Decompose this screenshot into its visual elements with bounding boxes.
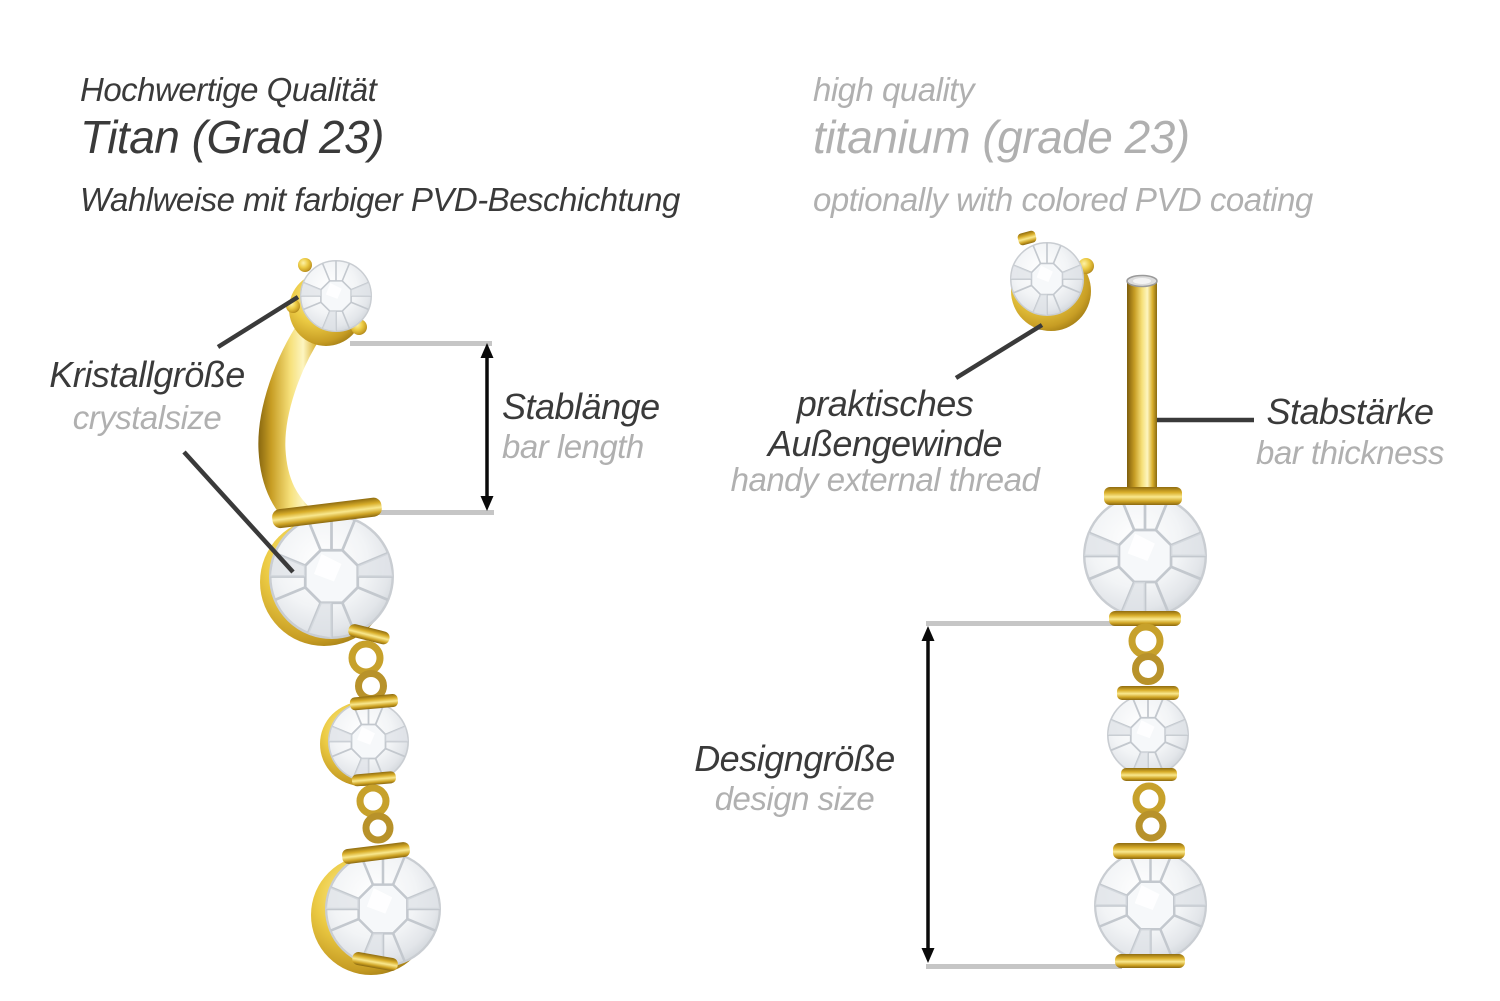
chain-link [1135, 810, 1167, 842]
chain-link [348, 640, 384, 676]
chain-link [362, 812, 394, 844]
middle-crystal [328, 701, 409, 782]
right-piece-front-view [1010, 230, 1207, 968]
external-thread-label-de-line1: praktisches [796, 383, 974, 424]
chain-link [356, 784, 390, 818]
external-thread-label-de-line2: Außengewinde [767, 423, 1003, 464]
middle-crystal [1107, 694, 1189, 776]
material-heading-en: titanium (grade 23) [813, 111, 1190, 163]
design-size-extension-line-top [926, 621, 1124, 626]
arrowhead-down [921, 948, 935, 963]
prong [298, 258, 312, 272]
bottom-crystal [325, 851, 441, 967]
crystal-size-label-de: Kristallgröße [49, 354, 245, 395]
chain-link [1128, 623, 1164, 659]
main-crystal-bottom-cap [1109, 611, 1181, 626]
bottom-crystal-top-cap [341, 842, 410, 864]
bottom-crystal-bottom-cap [1115, 954, 1185, 968]
chain-link [1132, 782, 1166, 816]
bar-thickness-label-en: bar thickness [1256, 434, 1444, 471]
main-crystal [269, 514, 394, 639]
bar-thickness-label-de: Stabstärke [1266, 391, 1434, 432]
coating-note-de: Wahlweise mit farbiger PVD-Beschichtung [80, 181, 680, 218]
bar-shaft [1127, 280, 1157, 492]
bar-length-extension-line-top [350, 341, 492, 346]
main-crystal [1083, 494, 1207, 618]
design-size-label-en: design size [714, 780, 875, 817]
material-heading-de: Titan (Grad 23) [80, 111, 385, 163]
screw-attachment [1010, 230, 1094, 331]
setting-nub [1017, 230, 1037, 246]
design-size-extension-line-bottom [926, 964, 1122, 969]
middle-crystal-bottom-cap [351, 771, 396, 787]
main-crystal-top-cap [272, 497, 382, 529]
leader-lines [182, 295, 1254, 574]
curved-bar [258, 320, 323, 527]
arrowhead-up [921, 626, 935, 641]
bottom-crystal-bottom-lip [352, 952, 398, 971]
crystal-size-leader-line-top [216, 295, 300, 349]
left-piece-side-view [258, 258, 441, 975]
chain-link [1132, 653, 1164, 685]
screw-crystal [1010, 242, 1084, 316]
bar-length-arrow [480, 343, 494, 511]
bottom-crystal-top-cap [1113, 843, 1185, 859]
main-crystal-bottom-lip [348, 624, 390, 645]
bar-length-label-en: bar length [502, 428, 644, 465]
crystal-size-label-en: crystalsize [72, 399, 222, 436]
middle-crystal-top-cap [1117, 686, 1179, 700]
bottom-crystal [1094, 849, 1207, 962]
coating-note-en: optionally with colored PVD coating [813, 181, 1313, 218]
external-thread-label-en: handy external thread [730, 461, 1040, 498]
bar-length-extension-line-bottom [356, 510, 494, 515]
quality-heading-en: high quality [813, 71, 974, 108]
external-thread-leader-line [954, 323, 1044, 380]
quality-heading-de: Hochwertige Qualität [80, 71, 377, 108]
middle-crystal-top-cap [349, 694, 398, 711]
chain-link [355, 670, 387, 702]
arrowhead-down [480, 496, 494, 511]
design-size-label-de: Designgröße [694, 738, 895, 779]
arrowhead-up [480, 343, 494, 358]
middle-crystal-bottom-cap [1121, 768, 1177, 781]
crystal-size-leader-line-bottom [182, 450, 295, 574]
main-crystal-top-cap [1104, 487, 1182, 505]
straight-bar [1126, 274, 1158, 492]
top-crystal [300, 260, 372, 332]
design-size-arrow [921, 626, 935, 963]
extension-lines [350, 341, 1124, 969]
bar-length-label-de: Stablänge [502, 386, 660, 427]
